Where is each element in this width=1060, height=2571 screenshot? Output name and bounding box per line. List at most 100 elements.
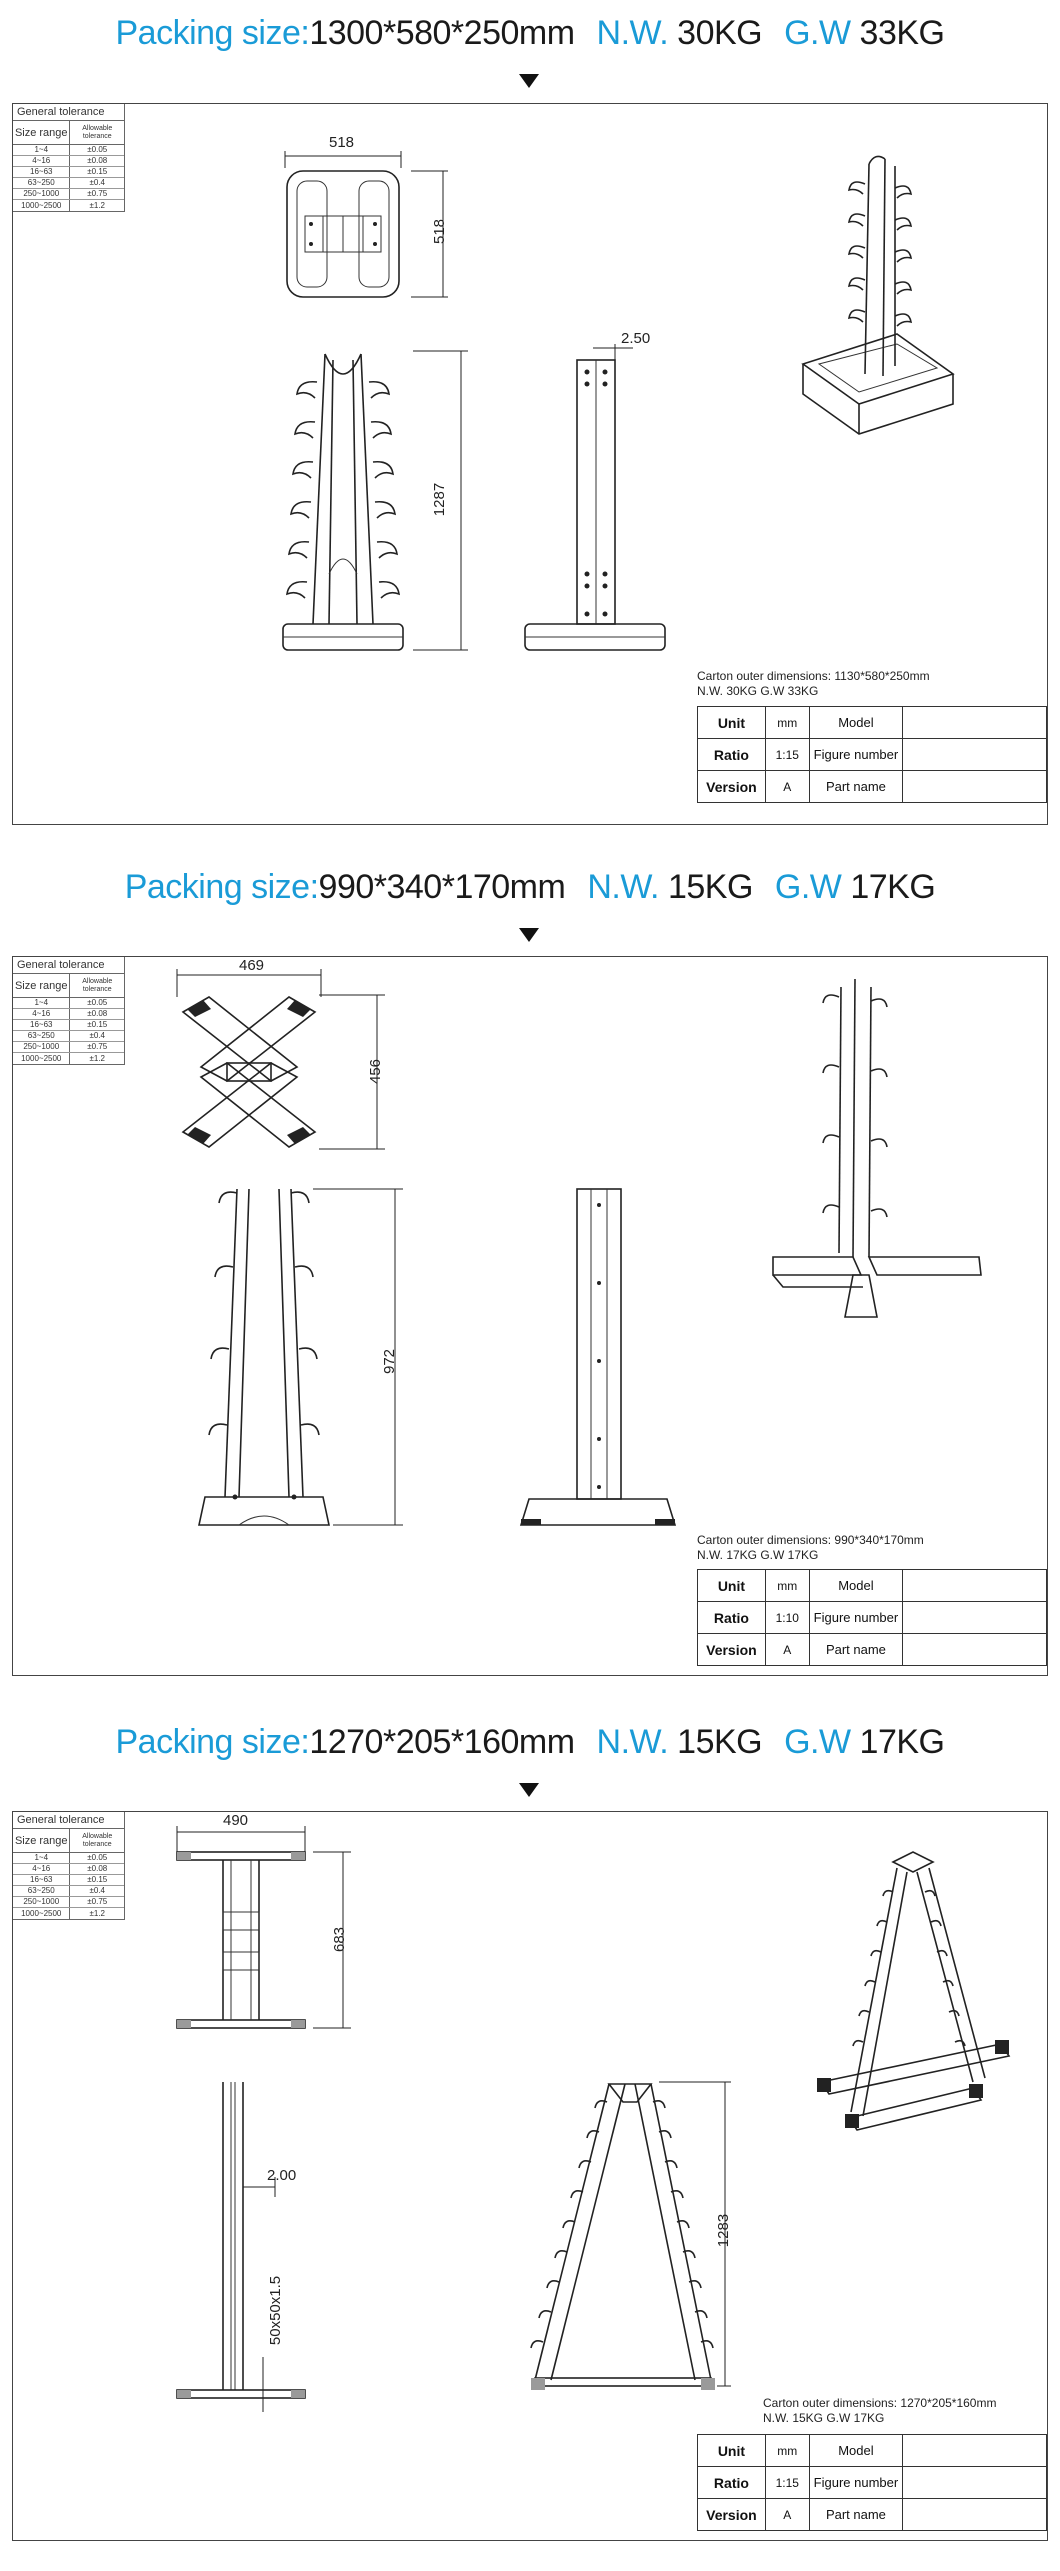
tolerance-row: 250~1000±0.75	[13, 1897, 124, 1908]
tolerance-col-allow: Allowable	[82, 1832, 113, 1840]
gw-value: 17KG	[850, 868, 936, 906]
tolerance-value: ±0.08	[87, 1864, 108, 1873]
front-view-drawing	[282, 350, 468, 651]
tolerance-value: ±0.4	[89, 1031, 105, 1040]
tolerance-row: 250~1000±0.75	[13, 1042, 124, 1053]
carton-weight: N.W. 30KG G.W 33KG	[697, 684, 819, 698]
isometric-view-drawing	[817, 1851, 1011, 2131]
dumbbell-hooks	[208, 1191, 320, 1436]
gw-value: 17KG	[859, 1723, 945, 1761]
tolerance-range: 1~4	[13, 1853, 71, 1863]
ratio-label: Ratio	[697, 738, 766, 771]
part-label: Part name	[808, 2498, 904, 2531]
nw-label: N.W.	[596, 14, 669, 52]
gw-label: G.W	[774, 868, 842, 906]
dim-top-width: 469	[239, 957, 265, 974]
ratio-value: 1:10	[764, 1601, 810, 1634]
packing-label: Packing size:	[124, 868, 319, 906]
tolerance-range: 63~250	[13, 178, 71, 188]
tolerance-value: ±0.4	[89, 178, 105, 187]
unit-label: Unit	[697, 706, 766, 739]
ratio-label: Ratio	[697, 1601, 766, 1634]
unit-value: mm	[764, 2434, 810, 2467]
tolerance-row: 1~4±0.05	[13, 998, 124, 1009]
nw-value: 15KG	[667, 868, 753, 906]
version-value: A	[764, 770, 810, 803]
rack-drawing-3	[176, 1826, 1011, 2412]
packing-label: Packing size:	[115, 1723, 310, 1761]
tolerance-range: 1000~2500	[13, 200, 71, 211]
tolerance-value: ±0.05	[87, 145, 108, 154]
tolerance-range: 16~63	[13, 167, 71, 177]
carton-dimensions: Carton outer dimensions: 990*340*170mm	[697, 1533, 924, 1547]
tolerance-row: 1~4 ±0.05	[13, 145, 124, 156]
version-label: Version	[697, 1633, 766, 1666]
model-label: Model	[808, 706, 904, 739]
tolerance-title: General tolerance	[13, 957, 124, 974]
down-arrow-icon	[519, 1783, 539, 1797]
dim-tube: 2.00	[267, 2167, 297, 2184]
tolerance-range: 250~1000	[13, 189, 71, 199]
tolerance-col-range: Size range	[13, 121, 71, 144]
dim-height: 1283	[715, 2213, 733, 2248]
tolerance-range: 63~250	[13, 1886, 71, 1896]
dumbbell-hooks	[530, 2100, 714, 2349]
tolerance-row: 1000~2500±1.2	[13, 1053, 124, 1064]
carton-weight: N.W. 15KG G.W 17KG	[763, 2411, 885, 2425]
version-value: A	[764, 1633, 810, 1666]
isometric-view-drawing	[772, 978, 982, 1318]
nw-label: N.W.	[587, 868, 659, 906]
tolerance-row: 1000~2500 ±1.2	[13, 200, 124, 211]
tolerance-range: 1000~2500	[13, 1908, 71, 1919]
front-view-drawing	[198, 1188, 403, 1526]
figure-label: Figure number	[808, 1601, 904, 1634]
packing-size: 990*340*170mm	[318, 868, 566, 906]
carton-dimensions: Carton outer dimensions: 1130*580*250mm	[697, 669, 930, 683]
tolerance-range: 1~4	[13, 145, 71, 155]
tolerance-col-allow: Allowable	[82, 977, 113, 985]
dumbbell-hooks	[286, 380, 400, 599]
nw-value: 15KG	[677, 1723, 763, 1761]
tolerance-value: ±1.2	[89, 1053, 105, 1063]
side-view-drawing	[176, 2082, 306, 2412]
tolerance-value: ±0.15	[87, 167, 108, 176]
tolerance-range: 16~63	[13, 1020, 71, 1030]
tolerance-value: ±1.2	[89, 200, 105, 210]
tolerance-row: 16~63 ±0.15	[13, 1020, 124, 1031]
tolerance-value: ±0.05	[87, 1853, 108, 1862]
dim-top-width: 518	[329, 134, 355, 151]
tolerance-row: 1~4 ±0.05	[13, 1853, 124, 1864]
rack-drawing-1	[282, 151, 955, 651]
tolerance-row: 16~63±0.15	[13, 1875, 124, 1886]
isometric-hooks	[848, 181, 912, 327]
tolerance-row: 16~63 ±0.15	[13, 167, 124, 178]
dim-height: 972	[381, 1348, 399, 1375]
packing-size: 1270*205*160mm	[309, 1723, 575, 1761]
tolerance-range: 4~16	[13, 1009, 71, 1019]
side-view-drawing	[524, 344, 666, 651]
figure-label: Figure number	[808, 738, 904, 771]
down-arrow-icon	[519, 928, 539, 942]
carton-dimensions: Carton outer dimensions: 1270*205*160mm	[763, 2396, 997, 2410]
gw-label: G.W	[784, 1723, 851, 1761]
isometric-view-drawing	[801, 155, 955, 435]
dim-height: 1287	[431, 482, 449, 517]
tolerance-value: ±0.15	[87, 1020, 108, 1029]
tolerance-row: 1000~2500±1.2	[13, 1908, 124, 1919]
tolerance-value: ±0.08	[87, 156, 108, 165]
tolerance-range: 63~250	[13, 1031, 71, 1041]
isometric-hooks	[822, 994, 888, 1218]
ratio-label: Ratio	[697, 2466, 766, 2499]
tolerance-value: ±0.75	[87, 1897, 108, 1906]
carton-info: Carton outer dimensions: 990*340*170mm N…	[697, 1533, 924, 1563]
gw-value: 33KG	[859, 14, 945, 52]
tolerance-range: 16~63	[13, 1875, 71, 1885]
tolerance-title: General tolerance	[13, 104, 124, 121]
